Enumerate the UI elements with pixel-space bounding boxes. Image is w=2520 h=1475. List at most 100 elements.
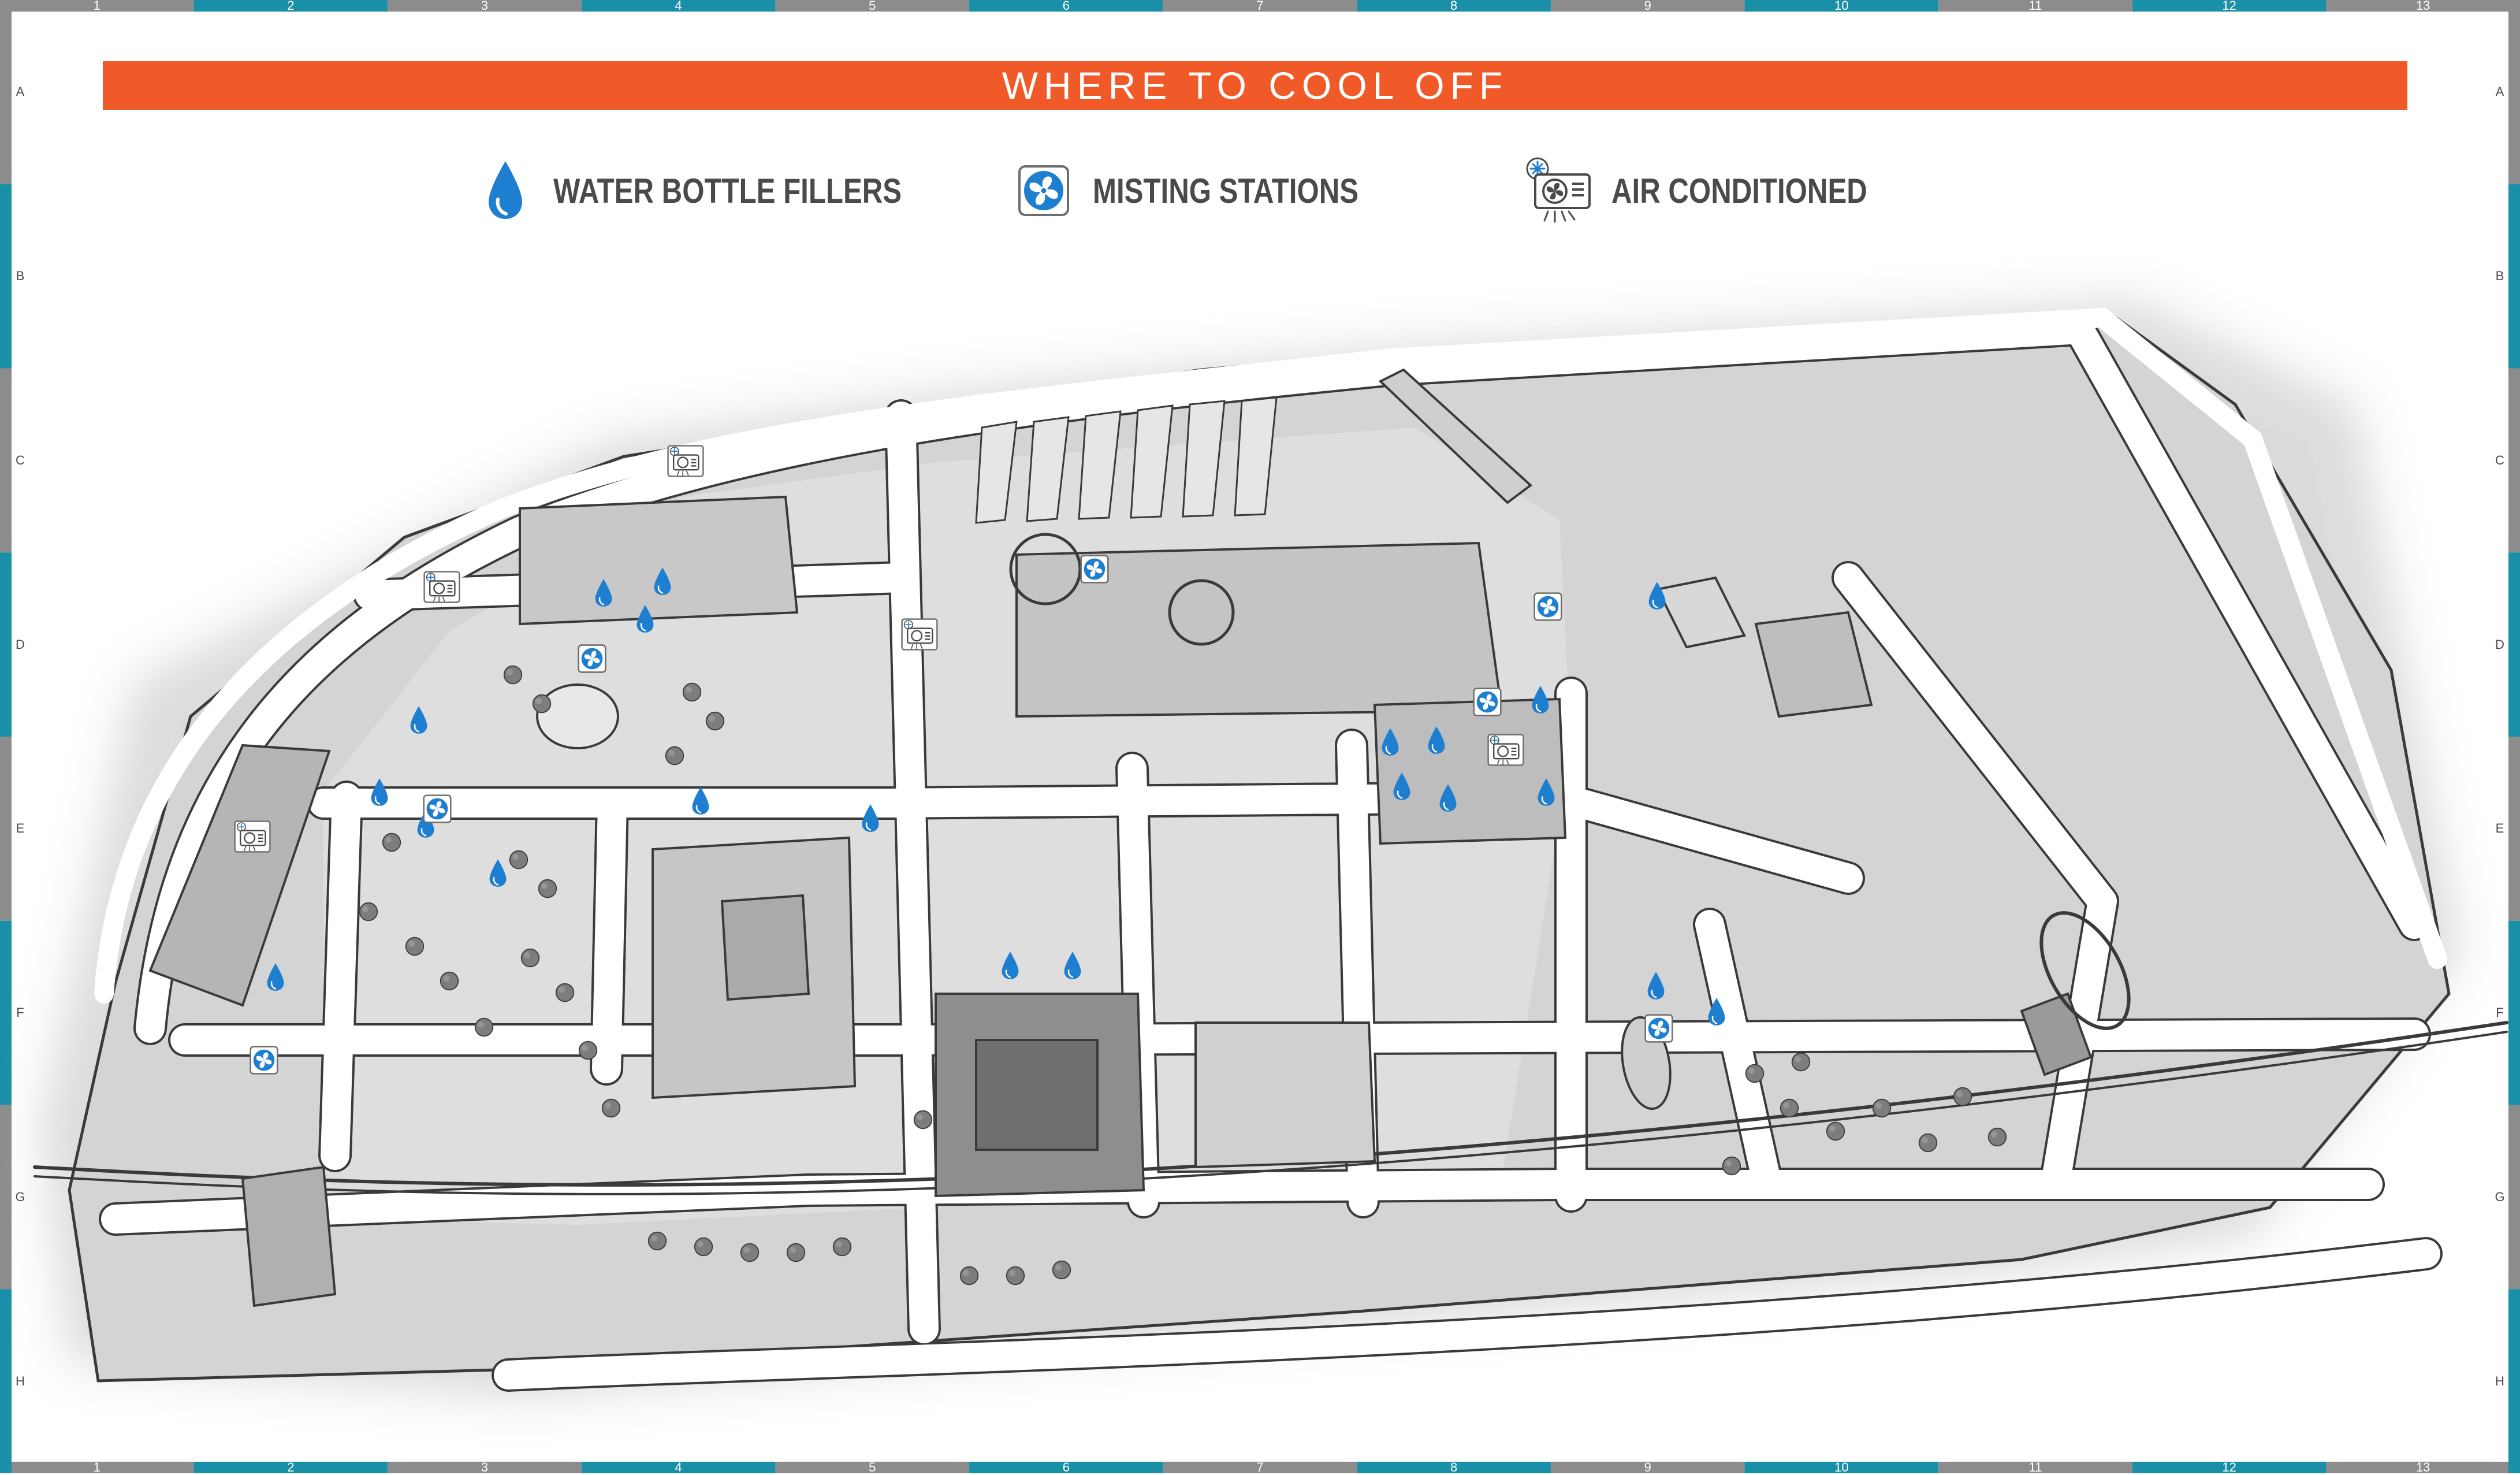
fan-icon[interactable] bbox=[423, 794, 452, 823]
air-conditioner-icon[interactable] bbox=[234, 820, 271, 853]
grid-column-label: 11 bbox=[2028, 1460, 2042, 1474]
page-title: WHERE TO COOL OFF bbox=[1002, 64, 1509, 107]
tree-icon bbox=[1052, 1260, 1071, 1280]
air-conditioner-icon[interactable] bbox=[423, 571, 460, 603]
legend-label-ac: AIR CONDITIONED bbox=[1611, 171, 1867, 210]
fan-icon[interactable] bbox=[1644, 1014, 1673, 1043]
grid-segment-top bbox=[193, 0, 388, 12]
grid-segment-top bbox=[2132, 0, 2327, 12]
tree-icon bbox=[538, 879, 557, 898]
grid-segment-left bbox=[0, 920, 12, 1105]
grid-segment-top bbox=[1163, 0, 1357, 12]
legend-water-bottle-fillers: WATER BOTTLE FILLERS bbox=[485, 156, 978, 225]
fan-icon[interactable] bbox=[578, 644, 606, 673]
tree-icon bbox=[1791, 1052, 1811, 1072]
grid-border-top bbox=[0, 0, 2520, 12]
grid-segment-left bbox=[0, 0, 12, 184]
water-drop-icon bbox=[489, 161, 522, 219]
grid-column-label: 10 bbox=[1834, 1460, 1849, 1474]
grid-segment-bottom bbox=[969, 1462, 1163, 1473]
grid-column-label: 3 bbox=[481, 1460, 489, 1474]
grid-segment-top bbox=[0, 0, 194, 12]
grid-segment-left bbox=[0, 552, 12, 737]
grid-segment-bottom bbox=[775, 1462, 970, 1473]
grid-segment-bottom bbox=[1163, 1462, 1357, 1473]
tree-icon bbox=[1826, 1121, 1845, 1141]
grid-column-label: 13 bbox=[2415, 0, 2430, 13]
grid-column-label: 5 bbox=[869, 1460, 876, 1474]
grid-column-label: 6 bbox=[1062, 0, 1070, 13]
grid-column-label: 7 bbox=[1256, 1460, 1264, 1474]
tree-icon bbox=[503, 665, 523, 685]
grid-segment-top bbox=[775, 0, 970, 12]
grid-segment-bottom bbox=[0, 1462, 194, 1473]
air-conditioner-icon[interactable] bbox=[1487, 734, 1524, 766]
grid-segment-right bbox=[2508, 920, 2520, 1105]
grid-column-label: 8 bbox=[1450, 1460, 1458, 1474]
grid-column-label: 9 bbox=[1644, 1460, 1651, 1474]
grid-column-label: 11 bbox=[2028, 0, 2042, 13]
grid-segment-bottom bbox=[193, 1462, 388, 1473]
grid-segment-top bbox=[1357, 0, 1551, 12]
grid-segment-left bbox=[0, 1105, 12, 1290]
grid-segment-left bbox=[0, 184, 12, 369]
grid-segment-bottom bbox=[2132, 1462, 2327, 1473]
grid-column-label: 12 bbox=[2222, 1460, 2236, 1474]
tree-icon bbox=[1918, 1133, 1938, 1153]
air-conditioner-icon bbox=[1526, 157, 1591, 223]
tree-icon bbox=[959, 1266, 979, 1285]
tree-icon bbox=[601, 1098, 621, 1118]
tree-icon bbox=[913, 1110, 933, 1130]
grid-segment-right bbox=[2508, 1105, 2520, 1290]
grid-row-label: D bbox=[16, 637, 25, 652]
grid-segment-left bbox=[0, 737, 12, 921]
grid-row-label: F bbox=[16, 1005, 24, 1020]
fan-icon[interactable] bbox=[250, 1046, 278, 1075]
grid-column-label: 8 bbox=[1450, 0, 1458, 13]
tree-icon bbox=[405, 937, 425, 956]
fan-icon[interactable] bbox=[1533, 592, 1562, 621]
grid-row-label: B bbox=[2495, 269, 2504, 284]
grid-segment-top bbox=[1938, 0, 2132, 12]
air-conditioner-icon[interactable] bbox=[901, 618, 938, 651]
tree-icon bbox=[1006, 1266, 1025, 1285]
grid-segment-bottom bbox=[388, 1462, 582, 1473]
tree-icon bbox=[382, 833, 401, 852]
grid-row-label: D bbox=[2495, 637, 2504, 652]
grid-segment-bottom bbox=[581, 1462, 776, 1473]
grid-column-label: 13 bbox=[2415, 1460, 2430, 1474]
fan-icon[interactable] bbox=[1473, 688, 1502, 716]
grid-segment-left bbox=[0, 1289, 12, 1473]
grid-row-label: A bbox=[2495, 84, 2504, 99]
grid-row-label: H bbox=[2495, 1373, 2504, 1388]
grid-segment-top bbox=[581, 0, 776, 12]
grid-segment-right bbox=[2508, 0, 2520, 184]
tree-icon bbox=[440, 971, 459, 991]
grid-column-label: 12 bbox=[2222, 0, 2236, 13]
fan-icon[interactable] bbox=[1080, 555, 1109, 584]
grid-column-label: 1 bbox=[93, 0, 100, 13]
tree-icon bbox=[682, 682, 702, 702]
legend-misting-stations: MISTING STATIONS bbox=[1017, 156, 1417, 225]
air-conditioner-icon[interactable] bbox=[667, 445, 704, 477]
grid-border-bottom bbox=[0, 1462, 2520, 1473]
grid-row-label: C bbox=[16, 452, 25, 467]
tree-icon bbox=[1987, 1127, 2007, 1147]
grid-segment-top bbox=[2326, 0, 2520, 12]
grid-segment-right bbox=[2508, 552, 2520, 737]
tree-icon bbox=[509, 850, 528, 870]
grid-segment-right bbox=[2508, 184, 2520, 369]
grid-row-label: E bbox=[2495, 821, 2504, 836]
grid-row-label: F bbox=[2496, 1005, 2504, 1020]
tree-icon bbox=[1745, 1064, 1765, 1083]
grid-segment-bottom bbox=[2326, 1462, 2520, 1473]
grid-border-left bbox=[0, 0, 12, 1473]
grid-column-label: 5 bbox=[869, 0, 876, 13]
grid-column-label: 2 bbox=[287, 0, 295, 13]
grid-column-label: 3 bbox=[481, 0, 489, 13]
tree-icon bbox=[1872, 1098, 1892, 1118]
grid-row-label: E bbox=[16, 821, 25, 836]
grid-column-label: 2 bbox=[287, 1460, 295, 1474]
grid-row-label: G bbox=[2495, 1189, 2505, 1204]
